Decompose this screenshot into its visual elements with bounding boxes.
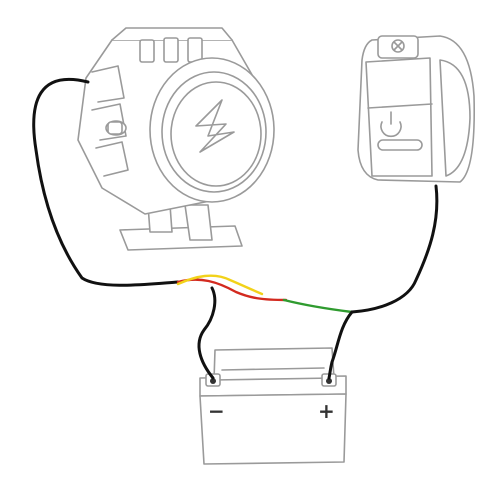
switch-green-wire — [282, 298, 354, 314]
positive-terminal-label: + — [318, 399, 335, 423]
power-symbol-icon — [380, 111, 402, 138]
lamp-ground-wire — [32, 77, 180, 287]
rocker-switch-icon — [357, 35, 476, 183]
negative-battery-wire — [197, 286, 217, 380]
lamp-yellow-wire — [176, 274, 264, 296]
negative-terminal-label: − — [208, 399, 225, 423]
wiring-harness — [32, 77, 439, 380]
lightning-lens-icon — [195, 99, 235, 153]
switch-wire — [350, 184, 439, 314]
lamp-red-wire — [176, 278, 288, 302]
headlight-lamp-icon — [77, 27, 275, 251]
positive-battery-wire — [327, 310, 354, 380]
battery-icon: − + — [199, 347, 347, 465]
